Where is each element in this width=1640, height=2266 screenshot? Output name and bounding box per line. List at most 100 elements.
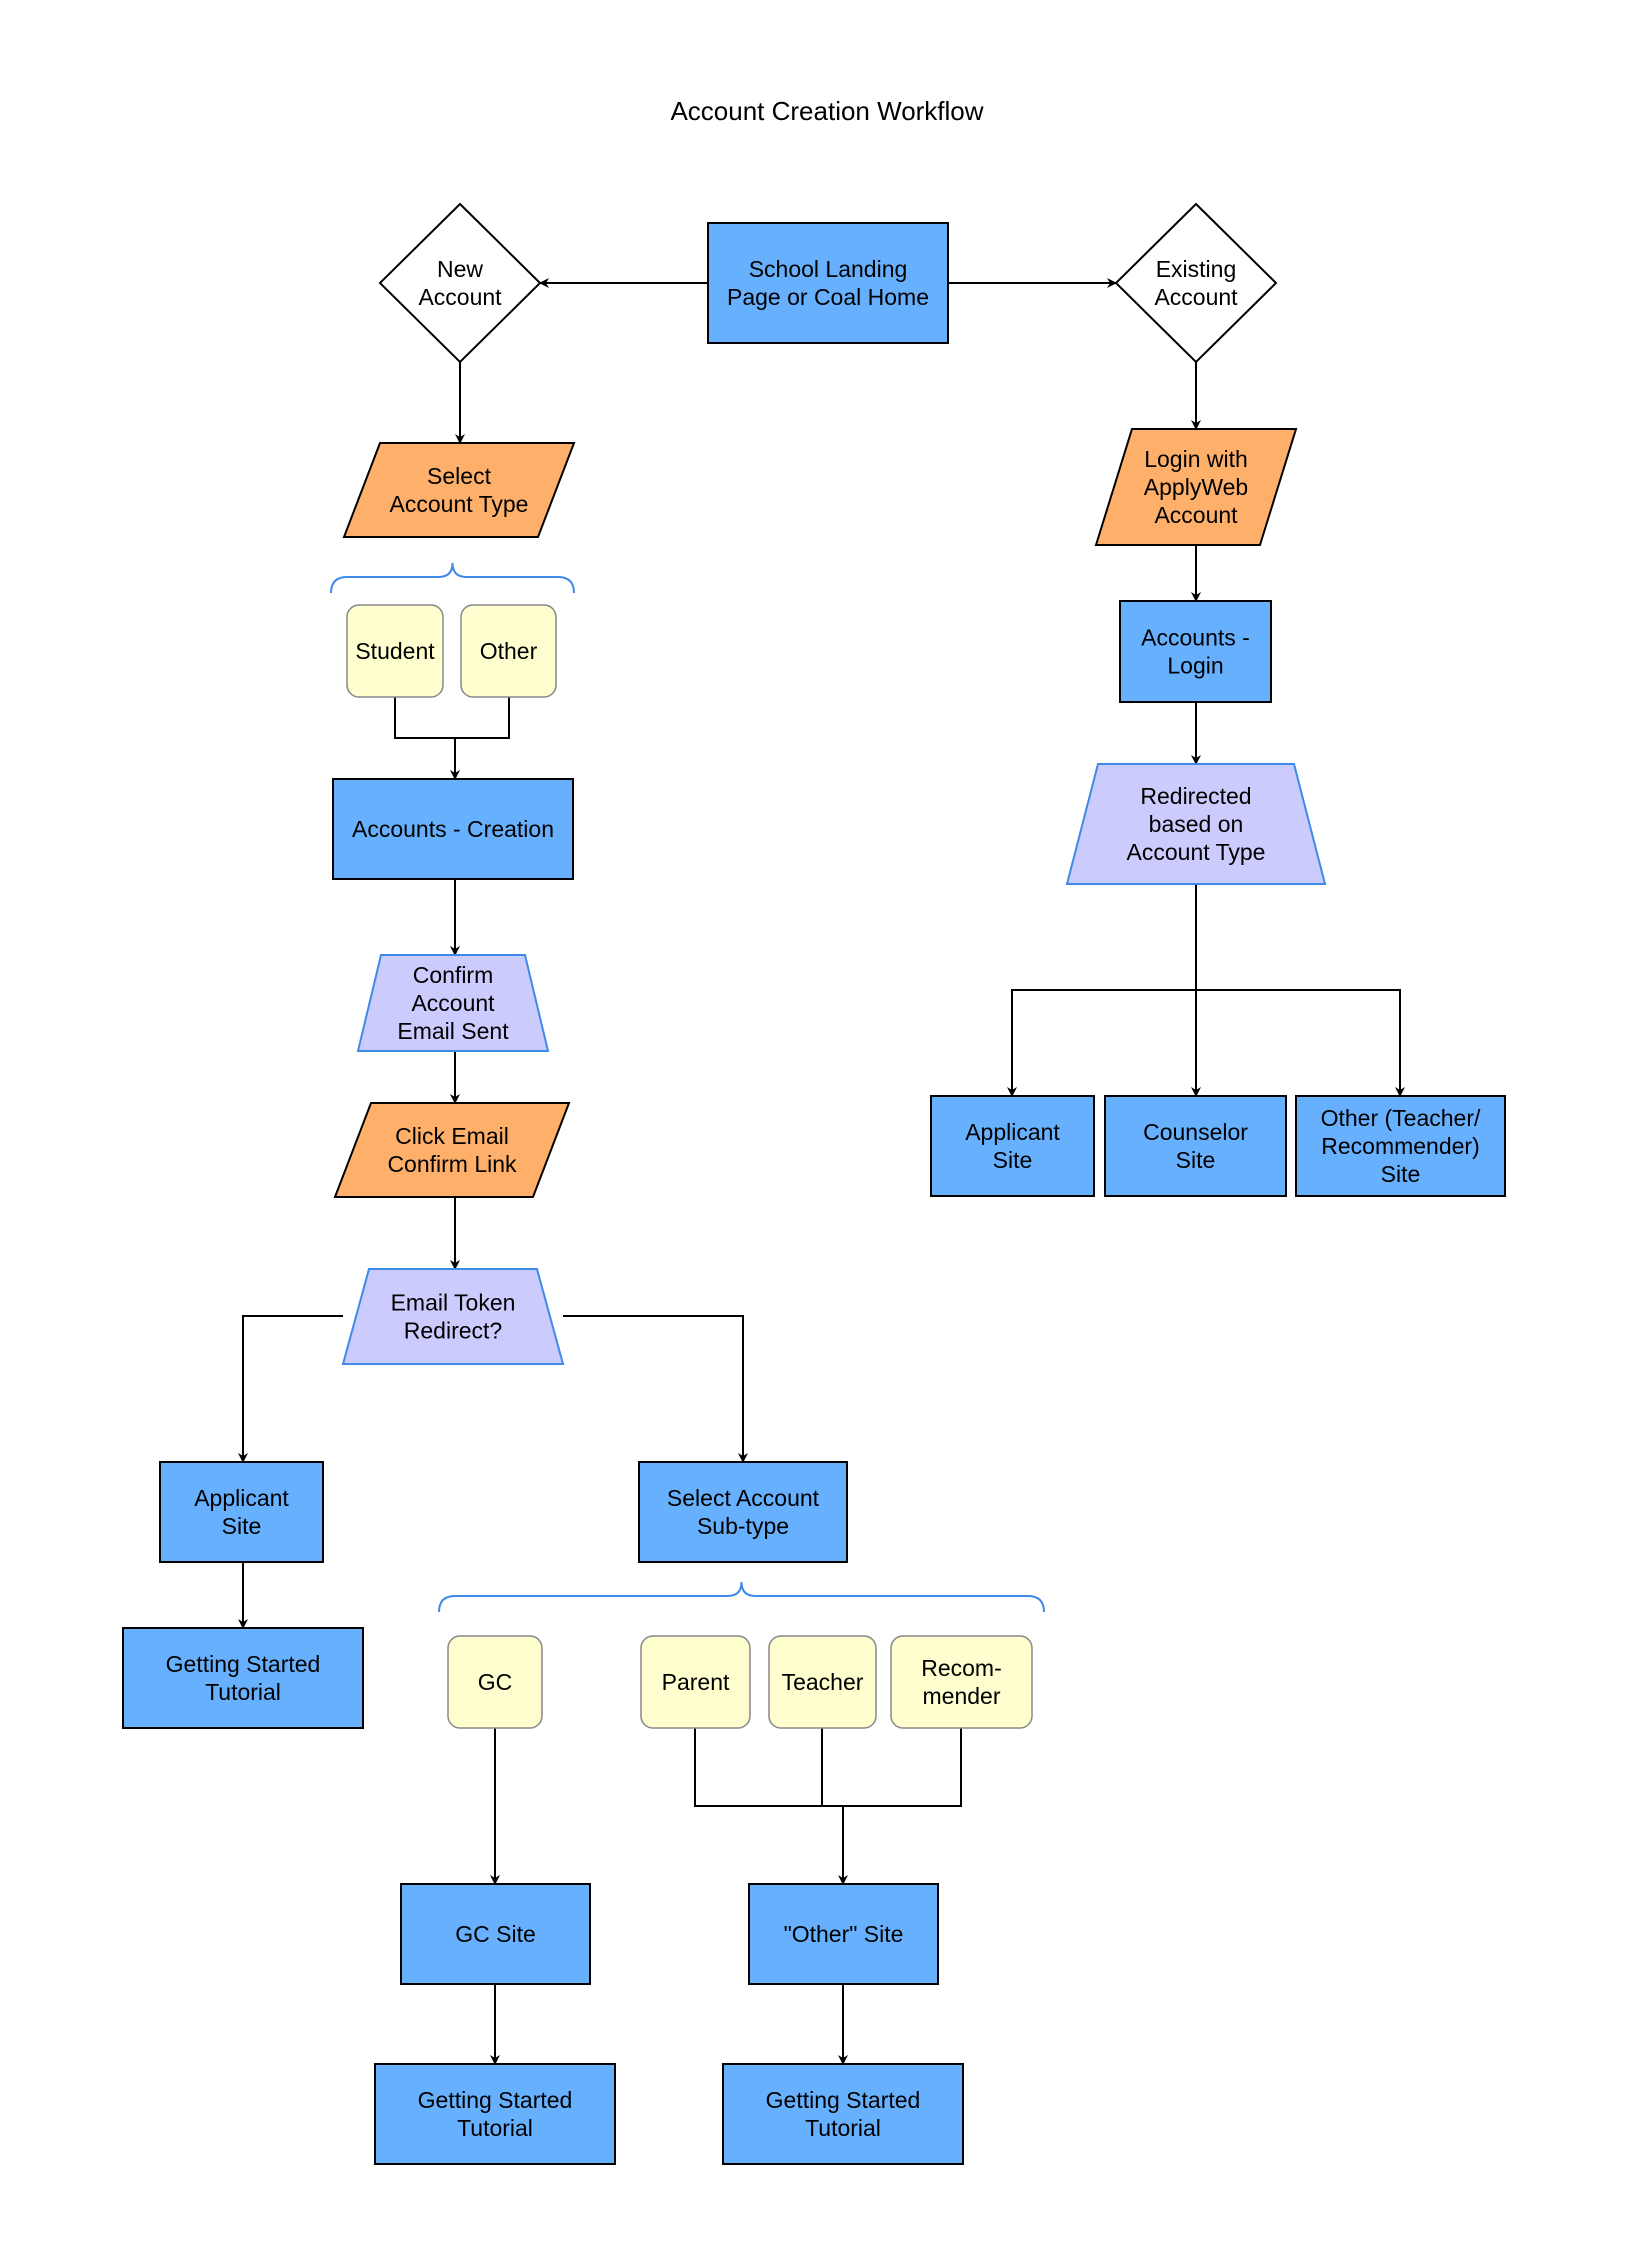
node-getting-started-other-label-line: Tutorial bbox=[805, 2115, 881, 2141]
node-applicant-site-left-label-line: Applicant bbox=[194, 1485, 289, 1511]
node-redirected-label-line: Redirected bbox=[1140, 783, 1251, 809]
node-getting-started-gc-shape bbox=[374, 2063, 616, 2165]
node-select-account-type-label-line: Select bbox=[427, 463, 492, 489]
node-select-subtype-shape bbox=[638, 1461, 848, 1563]
node-accounts-login-label-line: Accounts - bbox=[1141, 625, 1250, 651]
node-existing-account-label-line: Account bbox=[1154, 284, 1238, 310]
node-getting-started-gc-label-line: Getting Started bbox=[418, 2087, 573, 2113]
node-gc-label-line: GC bbox=[478, 1669, 513, 1695]
node-getting-started-left-label-line: Tutorial bbox=[205, 1679, 281, 1705]
node-other-shape bbox=[460, 604, 557, 698]
node-school-landing-label-line: School Landing bbox=[749, 256, 908, 282]
node-applicant-site-right-shape bbox=[930, 1095, 1095, 1197]
node-other-teacher-site-label-line: Other (Teacher/ bbox=[1321, 1105, 1481, 1131]
node-new-account-label-line: Account bbox=[418, 284, 502, 310]
node-gc-site-label-line: GC Site bbox=[455, 1921, 536, 1947]
node-school-landing-label-line: Page or Coal Home bbox=[727, 284, 929, 310]
node-click-email-confirm-label-line: Confirm Link bbox=[387, 1151, 517, 1177]
node-applicant-site-left-label-line: Site bbox=[222, 1513, 262, 1539]
node-student-shape bbox=[346, 604, 444, 698]
node-confirm-email-sent-label-line: Confirm bbox=[413, 962, 494, 988]
node-select-account-type-shape bbox=[342, 442, 576, 538]
node-applicant-site-left-shape bbox=[159, 1461, 324, 1563]
node-recommender: Recom-mender bbox=[890, 1635, 1033, 1729]
node-getting-started-left-label-line: Getting Started bbox=[166, 1651, 321, 1677]
node-redirected-label-line: Account Type bbox=[1127, 839, 1266, 865]
node-counselor-site-shape bbox=[1104, 1095, 1287, 1197]
node-getting-started-other-label-line: Getting Started bbox=[766, 2087, 921, 2113]
node-parent: Parent bbox=[640, 1635, 751, 1729]
edge-student-to-accounts-creation bbox=[394, 697, 460, 780]
node-accounts-login-shape bbox=[1119, 600, 1272, 703]
account-type-brace bbox=[330, 562, 575, 594]
node-other-teacher-site-label-line: Site bbox=[1381, 1161, 1421, 1187]
edge-recommender-to-other-site bbox=[843, 1728, 962, 1807]
edge-redirected-to-applicant-site-right bbox=[1007, 884, 1197, 1097]
edge-email-token-redirect-to-applicant-site-left bbox=[238, 1315, 343, 1463]
diagram-title: Account Creation Workflow bbox=[670, 96, 983, 126]
node-getting-started-gc-label-line: Tutorial bbox=[457, 2115, 533, 2141]
node-login-applyweb-label-line: Login with bbox=[1144, 446, 1248, 472]
node-recommender-label-line: mender bbox=[923, 1683, 1001, 1709]
node-confirm-email-sent-shape bbox=[356, 954, 550, 1052]
node-recommender-shape bbox=[890, 1635, 1033, 1729]
node-login-applyweb-label-line: ApplyWeb bbox=[1144, 474, 1248, 500]
node-counselor-site-label-line: Counselor bbox=[1143, 1119, 1248, 1145]
node-gc-shape bbox=[447, 1635, 543, 1729]
node-other-label-line: Other bbox=[480, 638, 538, 664]
node-teacher-label-line: Teacher bbox=[782, 1669, 864, 1695]
node-parent-label-line: Parent bbox=[662, 1669, 730, 1695]
braces-layer bbox=[330, 562, 1045, 1613]
node-recommender-label-line: Recom- bbox=[921, 1655, 1002, 1681]
node-accounts-login: Accounts -Login bbox=[1119, 600, 1272, 703]
node-other-site-shape bbox=[748, 1883, 939, 1985]
node-counselor-site-label-line: Site bbox=[1176, 1147, 1216, 1173]
node-accounts-creation-shape bbox=[332, 778, 574, 880]
node-confirm-email-sent-label-line: Email Sent bbox=[397, 1018, 509, 1044]
node-student-label-line: Student bbox=[355, 638, 435, 664]
node-applicant-site-right-label-line: Applicant bbox=[965, 1119, 1060, 1145]
node-getting-started-left-shape bbox=[122, 1627, 364, 1729]
node-accounts-creation-label-line: Accounts - Creation bbox=[352, 816, 554, 842]
node-existing-account-label-line: Existing bbox=[1156, 256, 1237, 282]
node-gc-site-shape bbox=[400, 1883, 591, 1985]
node-click-email-confirm-shape bbox=[333, 1102, 571, 1198]
node-other-teacher-site-shape bbox=[1295, 1095, 1506, 1197]
node-click-email-confirm-label-line: Click Email bbox=[395, 1123, 509, 1149]
node-new-account-shape bbox=[378, 202, 542, 364]
node-applicant-site-right-label-line: Site bbox=[993, 1147, 1033, 1173]
node-email-token-redirect-label-line: Email Token bbox=[391, 1290, 516, 1316]
node-redirected-label-line: based on bbox=[1149, 811, 1244, 837]
node-other-teacher-site: Other (Teacher/Recommender)Site bbox=[1295, 1095, 1506, 1197]
node-email-token-redirect-label-line: Redirect? bbox=[404, 1318, 502, 1344]
node-student: Student bbox=[346, 604, 444, 698]
edge-email-token-redirect-to-select-subtype bbox=[563, 1315, 748, 1463]
node-select-subtype-label-line: Sub-type bbox=[697, 1513, 789, 1539]
node-teacher-shape bbox=[768, 1635, 877, 1729]
node-gc: GC bbox=[447, 1635, 543, 1729]
node-existing-account-shape bbox=[1114, 202, 1278, 364]
node-email-token-redirect-shape bbox=[341, 1268, 565, 1365]
node-other-teacher-site-label-line: Recommender) bbox=[1321, 1133, 1480, 1159]
node-getting-started-other-shape bbox=[722, 2063, 964, 2165]
node-teacher: Teacher bbox=[768, 1635, 877, 1729]
node-accounts-creation: Accounts - Creation bbox=[332, 778, 574, 880]
node-new-account-label-line: New bbox=[437, 256, 483, 282]
account-subtype-brace bbox=[438, 1581, 1045, 1613]
node-login-applyweb-label-line: Account bbox=[1154, 502, 1238, 528]
